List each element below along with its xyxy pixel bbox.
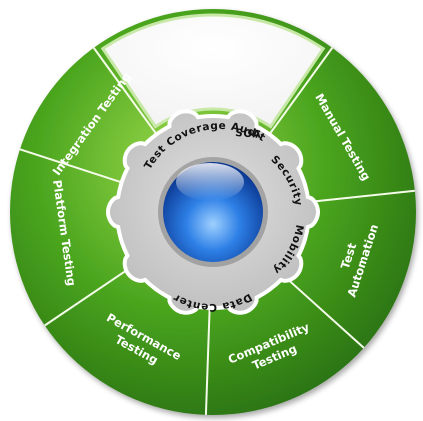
ring-label-soa: SOA [235, 127, 262, 141]
segment-divider [92, 47, 158, 136]
segment-divider [19, 148, 123, 184]
segment-divider [204, 306, 211, 415]
segment-divider [282, 274, 365, 349]
segment-divider [268, 47, 334, 136]
blank-segment [100, 13, 326, 129]
segment-divider [44, 264, 135, 327]
segment-divider [307, 189, 415, 204]
center-orb [158, 157, 268, 267]
